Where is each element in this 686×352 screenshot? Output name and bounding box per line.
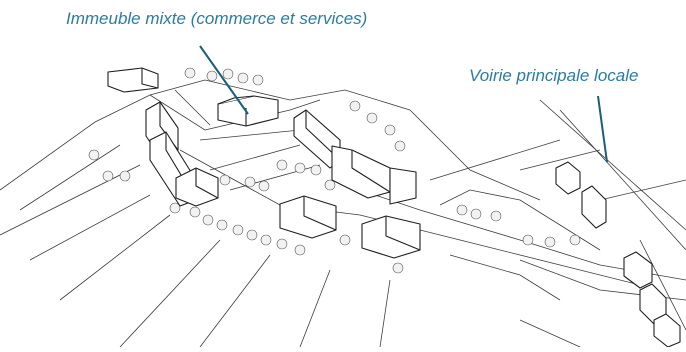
annotation-local-main-road: Voirie principale locale <box>469 66 639 85</box>
leader-line-road <box>597 95 608 163</box>
leader-line-mixed-use <box>199 45 249 115</box>
annotation-mixed-use-building: Immeuble mixte (commerce et services) <box>66 9 368 28</box>
houses-lower-middle <box>279 195 421 259</box>
house-top-left <box>107 67 159 93</box>
buildings <box>107 67 681 348</box>
houses-near-road <box>555 161 681 348</box>
mixed-use-building <box>217 95 279 127</box>
trees <box>88 67 581 274</box>
house-left-lower <box>175 167 219 207</box>
row-houses-courtyard <box>293 109 417 205</box>
